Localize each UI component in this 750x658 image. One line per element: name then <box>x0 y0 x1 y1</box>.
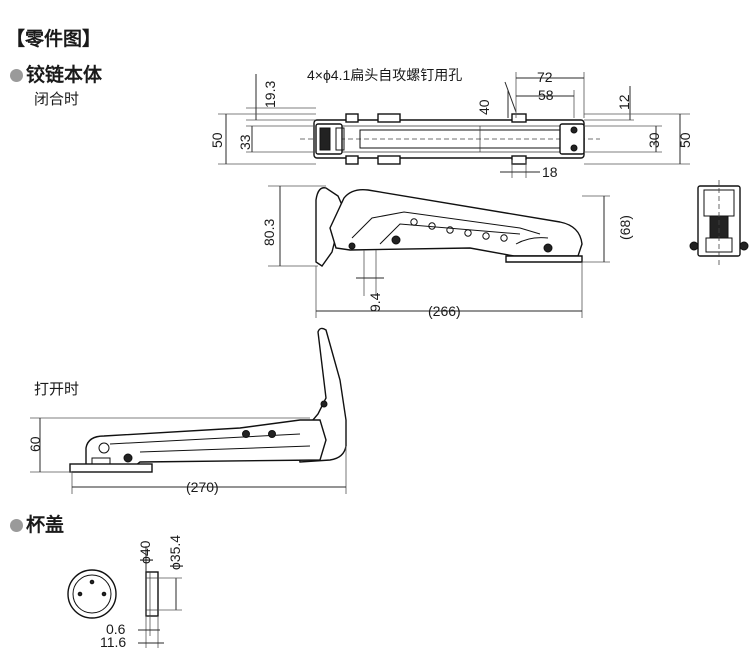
dim-50-left: 50 <box>209 132 225 148</box>
dim-60: 60 <box>27 436 43 452</box>
dim-68: (68) <box>617 215 633 240</box>
screw-hole-note: 4×ϕ4.1扁头自攻螺钉用孔 <box>307 67 462 83</box>
dim-18: 18 <box>542 164 558 180</box>
dim-9-4: 9.4 <box>367 292 383 312</box>
top-view: 4×ϕ4.1扁头自攻螺钉用孔 19.3 50 33 72 58 40 12 <box>209 67 693 180</box>
bullet-icon <box>10 519 23 532</box>
side-view-closed: 80.3 (68) 9.4 (266) <box>261 185 633 319</box>
cup-cover-heading: 杯盖 <box>10 510 64 537</box>
dim-0-6: 0.6 <box>106 621 126 637</box>
dim-58: 58 <box>538 87 554 103</box>
dim-50-right: 50 <box>677 132 693 148</box>
dim-phi-40: ϕ40 <box>137 540 153 564</box>
parts-drawing-title: 【零件图】 <box>6 29 102 50</box>
dim-19-3: 19.3 <box>262 81 278 108</box>
dim-phi-35-4: ϕ35.4 <box>167 535 183 570</box>
dim-30: 30 <box>646 132 662 148</box>
hinge-body-label: 铰链本体 <box>26 65 103 86</box>
open-view: 60 (270) <box>27 327 347 495</box>
dim-72: 72 <box>537 69 553 85</box>
open-state-label: 打开时 <box>34 381 80 398</box>
dim-80-3: 80.3 <box>261 219 277 246</box>
dim-11-6: 11.6 <box>100 634 126 650</box>
bullet-icon <box>10 69 23 82</box>
dim-40: 40 <box>476 99 492 115</box>
cup-cover-label: 杯盖 <box>26 515 65 536</box>
closed-state-label: 闭合时 <box>34 91 80 108</box>
end-view <box>689 180 749 268</box>
hinge-body-heading: 铰链本体 <box>10 60 102 87</box>
cup-cover-view: ϕ40 ϕ35.4 0.6 11.6 <box>67 535 183 650</box>
dim-270: (270) <box>186 479 219 495</box>
dim-12: 12 <box>616 94 632 110</box>
dim-266: (266) <box>428 303 461 319</box>
dim-33: 33 <box>237 134 253 150</box>
